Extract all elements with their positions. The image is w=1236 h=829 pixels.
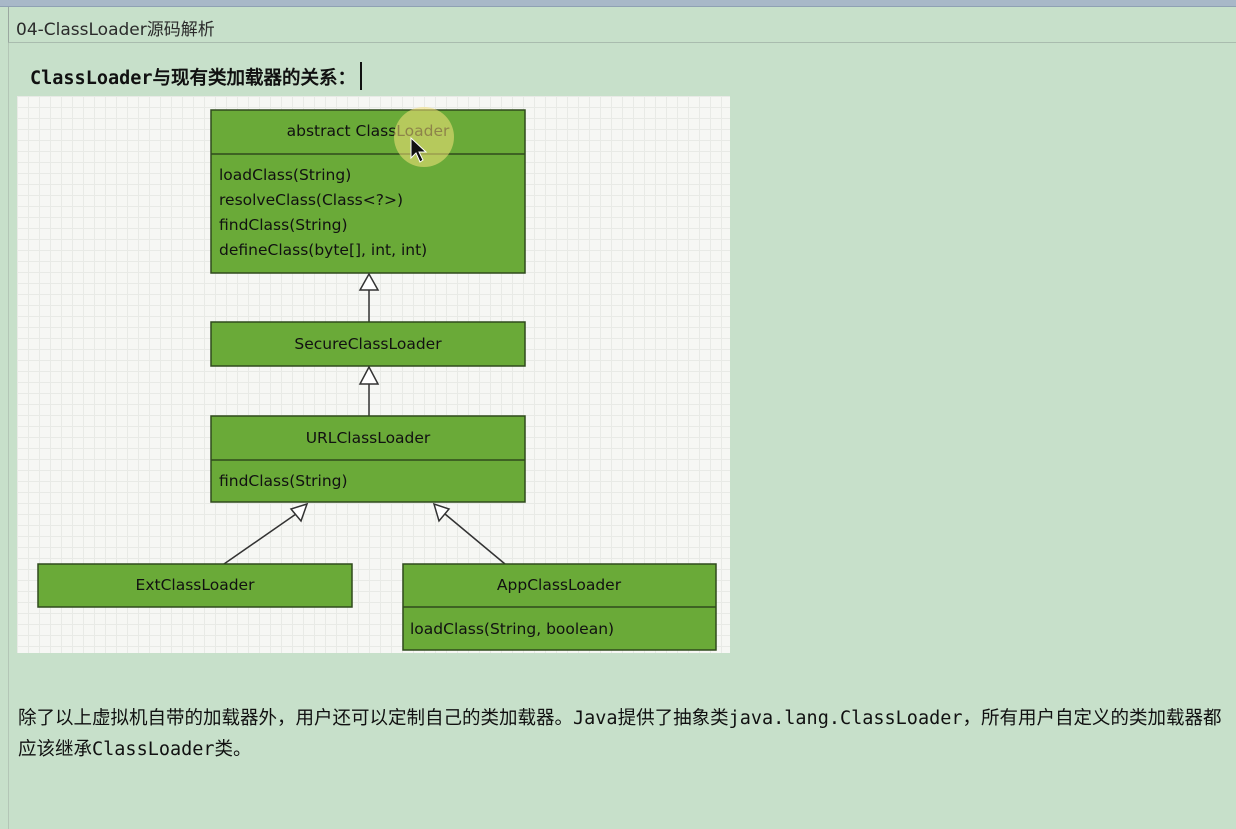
para-code-java: Java <box>573 708 618 729</box>
page-title: 04-ClassLoader源码解析 <box>16 20 215 40</box>
title-bar: 04-ClassLoader源码解析 <box>8 7 1236 43</box>
section-heading[interactable]: ClassLoader与现有类加载器的关系： <box>30 62 363 90</box>
mouse-pointer-icon <box>410 136 428 163</box>
class-name-app: AppClassLoader <box>497 576 622 594</box>
class-name-secure: SecureClassLoader <box>294 335 442 353</box>
class-hierarchy-diagram: abstract ClassLoader loadClass(String) r… <box>17 96 730 653</box>
class-box-url: URLClassLoader findClass(String) <box>210 415 526 503</box>
method-defineclass: defineClass(byte[], int, int) <box>219 241 427 259</box>
class-box-secure-rect <box>210 321 526 367</box>
class-name-url: URLClassLoader <box>306 429 431 447</box>
class-box-ext-rect <box>37 563 353 608</box>
left-margin-rule <box>8 43 9 829</box>
inherit-arrow-url <box>358 365 380 416</box>
class-box-classloader: abstract ClassLoader loadClass(String) r… <box>210 109 526 274</box>
para-text-1: 除了以上虚拟机自带的加载器外，用户还可以定制自己的类加载器。 <box>18 708 574 729</box>
inherit-arrow-ext <box>223 502 309 565</box>
inherit-arrow-secure <box>358 272 380 322</box>
class-box-ext: ExtClassLoader <box>37 563 353 608</box>
class-box-app: AppClassLoader loadClass(String, boolean… <box>402 563 717 651</box>
method-loadclass: loadClass(String) <box>219 166 351 184</box>
para-text-4: 类。 <box>214 739 252 760</box>
cursor-highlight <box>394 107 454 167</box>
para-code-classloader-fqn: java.lang.ClassLoader <box>728 708 963 729</box>
window-top-border <box>0 0 1236 7</box>
text-caret <box>360 62 363 90</box>
method-url-findclass: findClass(String) <box>219 472 348 490</box>
method-findclass: findClass(String) <box>219 216 348 234</box>
class-name-ext: ExtClassLoader <box>136 576 256 594</box>
heading-text: 与现有类加载器的关系： <box>152 68 357 89</box>
method-resolveclass: resolveClass(Class<?>) <box>219 191 403 209</box>
para-code-classloader: ClassLoader <box>92 739 215 760</box>
description-paragraph: 除了以上虚拟机自带的加载器外，用户还可以定制自己的类加载器。Java提供了抽象类… <box>18 703 1223 765</box>
method-app-loadclass: loadClass(String, boolean) <box>410 620 614 638</box>
class-box-url-rect <box>210 415 526 503</box>
class-box-classloader-rect <box>210 109 526 274</box>
para-text-3: ，所有用户自定义的类加载器都应该继承 <box>18 708 1222 760</box>
para-text-2: 提供了抽象类 <box>617 708 729 729</box>
class-box-secure: SecureClassLoader <box>210 321 526 367</box>
heading-code: ClassLoader <box>30 68 153 89</box>
diagram-svg: abstract ClassLoader loadClass(String) r… <box>37 107 717 651</box>
inherit-arrow-app <box>432 502 506 565</box>
